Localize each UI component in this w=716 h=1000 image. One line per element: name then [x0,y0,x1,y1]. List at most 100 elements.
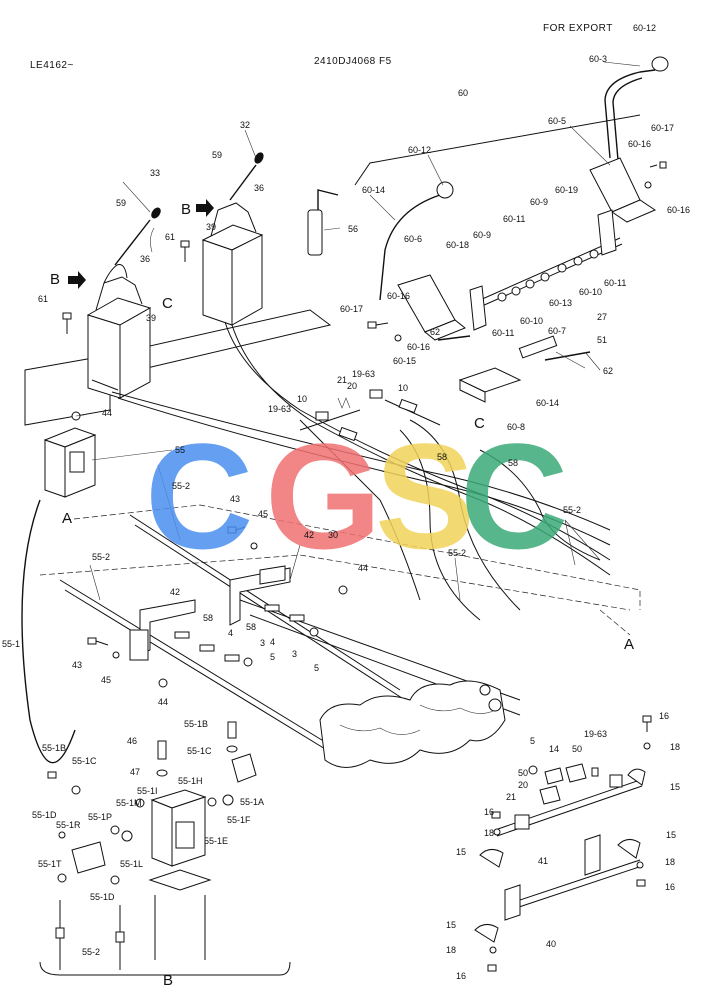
shaft-40 [504,834,643,921]
label-59-right: 59 [212,150,222,160]
label-60-10-right: 60-10 [579,287,602,297]
nut-44-mid [338,585,348,595]
part-number-code: 2410DJ4068 F5 [314,56,392,67]
label-16-mid: 16 [665,882,675,892]
label-32: 32 [240,120,250,130]
label-16-bottom: 16 [456,971,466,981]
label-60-14-upper: 60-14 [362,185,385,195]
label-55-1: 55-1 [2,639,20,649]
label-55-1d-bottom: 55-1D [90,892,115,902]
label-19-63-left: 19-63 [268,404,291,414]
callout-b-right: B [181,201,191,218]
control-cables [111,321,611,621]
pedal-assembly-60 [354,56,669,403]
label-44-lower: 44 [158,697,168,707]
nut-44-lower [158,678,168,688]
rod-assembly-10 [299,389,441,442]
label-60-18: 60-18 [446,240,469,250]
label-55-1f: 55-1F [227,815,251,825]
label-60-5: 60-5 [548,116,566,126]
label-18-bottom: 18 [446,945,456,955]
label-46: 46 [127,736,137,746]
detail-b-small-parts [47,721,257,842]
label-60: 60 [458,88,468,98]
label-3-right: 3 [292,649,297,659]
label-60-7: 60-7 [548,326,566,336]
label-60-6: 60-6 [404,234,422,244]
label-19-63-right: 19-63 [584,729,607,739]
label-30: 30 [328,530,338,540]
label-60-14-lower: 60-14 [536,398,559,408]
label-36-left: 36 [140,254,150,264]
label-55-1i: 55-1I [137,786,158,796]
clamp-15-left [479,849,504,868]
label-5-right: 5 [314,663,319,673]
label-15-left: 15 [456,847,466,857]
label-21-right: 21 [506,792,516,802]
bracket-42-upper [229,565,291,626]
callout-a-left: A [62,510,72,527]
label-20-top: 20 [347,381,357,391]
left-control-lever-unit [86,207,161,399]
label-50-left: 50 [518,768,528,778]
callout-c-left: C [162,295,173,312]
label-15-top: 15 [670,782,680,792]
watermark-letter-g: G [265,412,382,580]
label-55-1h: 55-1H [178,776,203,786]
clamp-15-bottom [474,924,499,943]
label-10-left: 10 [297,394,307,404]
label-55-1c-top: 55-1C [187,746,212,756]
label-55-1c-detail: 55-1C [72,756,97,766]
label-33: 33 [150,168,160,178]
label-60-16-right: 60-16 [667,205,690,215]
label-55: 55 [175,445,185,455]
label-39-left: 39 [146,313,156,323]
bolt-16-bottom [487,964,497,972]
label-44-mid: 44 [358,563,368,573]
label-55-2-left: 55-2 [92,552,110,562]
label-55-2-detail: 55-2 [82,947,100,957]
detail-b-switch-body [150,789,207,867]
washer-18-left [493,828,501,836]
detail-b-cables-55-2 [55,900,125,970]
export-note: FOR EXPORT [543,23,613,34]
control-valve-block [319,680,506,768]
label-55-1d-top: 55-1D [32,810,57,820]
label-58-left: 58 [203,613,213,623]
label-60-3: 60-3 [589,54,607,64]
label-56: 56 [348,224,358,234]
label-40: 40 [546,939,556,949]
label-61-right: 61 [165,232,175,242]
label-55-1l: 55-1L [120,859,143,869]
label-3-left: 3 [260,638,265,648]
label-62-left: 62 [430,327,440,337]
part-labels: 60 60-12 60-3 60-5 60-17 60-16 60-16 60-… [2,23,690,989]
washer-18-mid-right [636,861,644,869]
washer-18-top-right [643,742,651,750]
right-control-lever-unit [201,152,264,326]
label-18-left: 18 [484,828,494,838]
label-44-top: 44 [102,408,112,418]
label-60-9-upper: 60-9 [530,197,548,207]
dashed-reference-lines [39,504,641,636]
label-20-right: 20 [518,780,528,790]
label-58-right: 58 [508,458,518,468]
bolt-43-upper [227,526,246,534]
bolt-16-mid-right [636,879,646,887]
label-15-mid: 15 [666,830,676,840]
handle-56 [307,189,339,256]
label-55-2-mid: 55-2 [448,548,466,558]
bolt-61-left [62,312,72,334]
label-60-8: 60-8 [507,422,525,432]
label-18-mid: 18 [665,857,675,867]
label-58-top: 58 [437,452,447,462]
detail-b-base-box [148,869,212,960]
clevis-set [174,604,319,667]
label-62-right: 62 [603,366,613,376]
watermark-letter-s: S [375,412,475,580]
label-55-1b-detail: 55-1B [42,743,66,753]
clamp-15-mid-right [617,839,641,859]
label-60-16-top: 60-16 [628,139,651,149]
bolt-60-17-lower [367,321,389,329]
label-61-left: 61 [38,294,48,304]
